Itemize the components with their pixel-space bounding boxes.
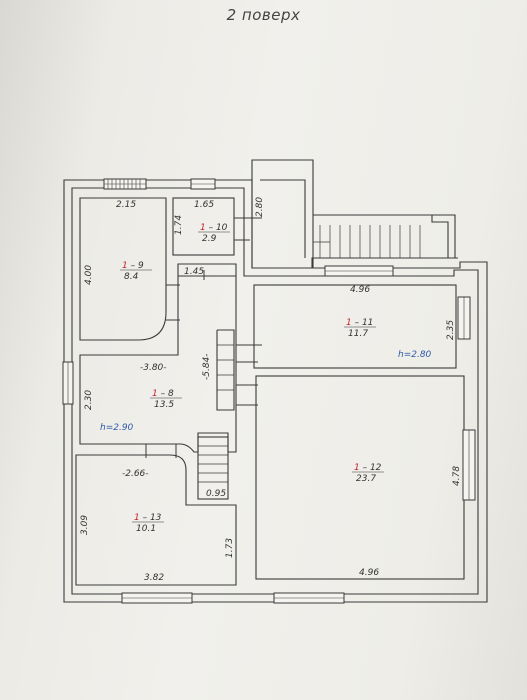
room-13-outline	[75, 454, 237, 586]
room-8-outline	[79, 263, 237, 453]
dim-173: 1.73	[225, 538, 235, 558]
balcony-outline	[251, 159, 314, 268]
height-right: h=2.80	[398, 350, 432, 360]
room-area-10: 2.9	[202, 234, 217, 244]
dim-235: 2.35	[446, 320, 456, 340]
dim-584: -5.84-	[202, 353, 212, 380]
dim-309: 3.09	[80, 515, 90, 535]
outer-wall-outline	[63, 179, 488, 603]
room-area-12: 23.7	[356, 474, 376, 484]
room-number-12: 1 – 12	[354, 463, 382, 473]
balcony-inner	[260, 179, 306, 258]
stair-rail	[431, 215, 449, 258]
room-10-outline	[172, 197, 235, 256]
dim-496-top: 4.96	[350, 285, 370, 295]
door-ticks	[145, 217, 262, 458]
room-11-outline	[253, 284, 457, 369]
stair-treads	[198, 225, 421, 483]
dim-145: 1.45	[184, 267, 204, 277]
dim-266: -2.66-	[122, 469, 149, 479]
dim-380: -3.80-	[140, 363, 167, 373]
floor-title: 2 поверх	[226, 6, 301, 24]
room-number-9: 1 – 9	[122, 261, 144, 271]
height-left: h=2.90	[100, 423, 134, 433]
dim-095: 0.95	[206, 489, 226, 499]
room-number-10: 1 – 10	[200, 223, 228, 233]
dim-382: 3.82	[144, 573, 164, 583]
room-area-9: 8.4	[124, 272, 139, 282]
room-area-13: 10.1	[136, 524, 156, 534]
dim-174: 1.74	[174, 215, 184, 235]
stair-outline	[313, 214, 456, 258]
stair-flight	[216, 329, 235, 411]
room-area-8: 13.5	[154, 400, 174, 410]
inner-wall-outline	[71, 187, 479, 595]
room-number-11: 1 – 11	[346, 318, 373, 328]
dim-478: 4.78	[452, 466, 462, 486]
dim-230: 2.30	[84, 390, 94, 410]
inner-stair	[197, 436, 229, 500]
dim-496-bottom: 4.96	[359, 568, 379, 578]
outer-wall	[64, 179, 458, 269]
room-number-8: 1 – 8	[152, 389, 174, 399]
room-area-11: 11.7	[348, 329, 368, 339]
dim-400: 4.00	[84, 265, 94, 285]
room-9-outline	[79, 197, 167, 341]
dim-165: 1.65	[194, 200, 214, 210]
dim-215: 2.15	[116, 200, 136, 210]
dim-280: 2.80	[255, 197, 265, 217]
room-number-13: 1 – 13	[134, 513, 162, 523]
